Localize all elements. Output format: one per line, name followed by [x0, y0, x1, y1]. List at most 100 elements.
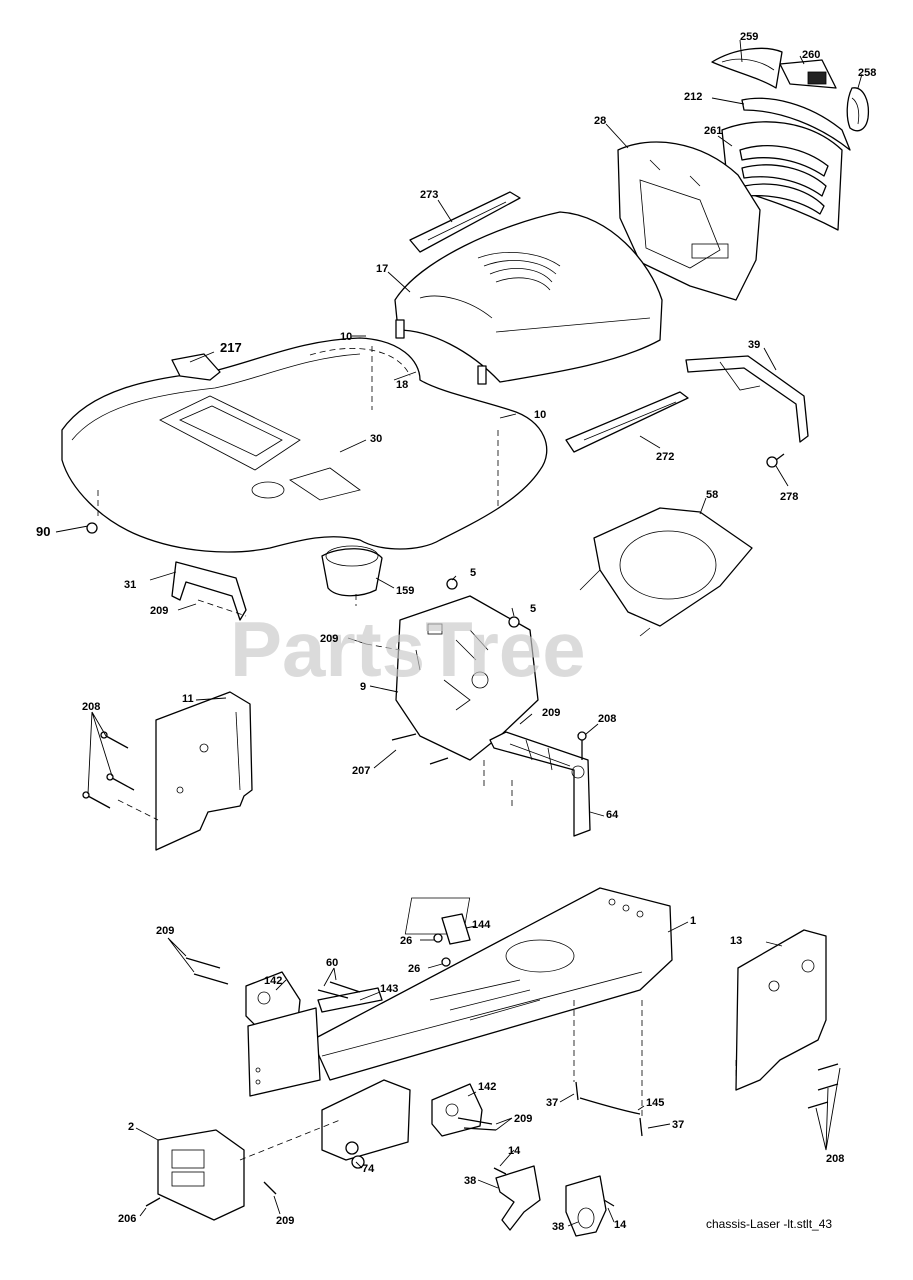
label-208-right[interactable]: 208: [826, 1153, 844, 1165]
part-208-bolt-right[interactable]: [577, 731, 587, 760]
label-74[interactable]: 74: [362, 1163, 375, 1175]
label-206[interactable]: 206: [118, 1213, 136, 1225]
label-39[interactable]: 39: [748, 339, 760, 351]
part-58-shroud[interactable]: [579, 507, 753, 637]
label-259[interactable]: 259: [740, 31, 758, 43]
label-26-top[interactable]: 26: [400, 935, 412, 947]
label-2[interactable]: 2: [128, 1121, 134, 1133]
label-64[interactable]: 64: [606, 809, 619, 821]
label-10-left[interactable]: 10: [340, 331, 352, 343]
label-209-b[interactable]: 209: [320, 633, 338, 645]
part-278-bolt[interactable]: [766, 453, 785, 468]
part-frame-center-plate[interactable]: [321, 1079, 411, 1161]
label-273[interactable]: 273: [420, 189, 438, 201]
label-142-left[interactable]: 142: [264, 975, 282, 987]
part-209-bolts-upper-left[interactable]: [185, 957, 229, 985]
label-145[interactable]: 145: [646, 1097, 664, 1109]
label-209-d[interactable]: 209: [156, 925, 174, 937]
label-143[interactable]: 143: [380, 983, 398, 995]
part-18-pin[interactable]: [395, 319, 487, 385]
part-217-pedal[interactable]: [171, 353, 221, 381]
part-1-main-frame[interactable]: [311, 887, 673, 1081]
part-207-bolts[interactable]: [391, 733, 449, 765]
label-9[interactable]: 9: [360, 681, 366, 693]
part-labels: 259 260 258 212 28 261 273 17 10 217 18 …: [36, 31, 876, 1233]
label-30[interactable]: 30: [370, 433, 382, 445]
part-159-cup-holder[interactable]: [321, 545, 383, 597]
label-26-bottom[interactable]: 26: [408, 963, 420, 975]
label-11[interactable]: 11: [182, 693, 194, 705]
label-278[interactable]: 278: [780, 491, 798, 503]
label-90[interactable]: 90: [36, 524, 50, 539]
part-38-bracket-left[interactable]: [495, 1165, 541, 1231]
part-39-bracket[interactable]: [685, 355, 809, 443]
part-64-bracket[interactable]: [489, 731, 591, 837]
part-209-bolts-lower[interactable]: [457, 1117, 497, 1131]
label-258[interactable]: 258: [858, 67, 876, 79]
part-272-side-panel[interactable]: [565, 391, 689, 453]
label-14-right[interactable]: 14: [614, 1219, 627, 1231]
label-209-a[interactable]: 209: [150, 605, 168, 617]
part-90-nut[interactable]: [86, 522, 98, 534]
label-142-right[interactable]: 142: [478, 1081, 496, 1093]
part-261-grille[interactable]: [721, 121, 843, 231]
part-2-front-plate[interactable]: [157, 1129, 245, 1221]
label-17[interactable]: 17: [376, 263, 388, 275]
label-37-right[interactable]: 37: [672, 1119, 684, 1131]
part-31-bracket[interactable]: [171, 561, 247, 621]
label-159[interactable]: 159: [396, 585, 414, 597]
label-38-left[interactable]: 38: [464, 1175, 476, 1187]
part-212-trim[interactable]: [741, 97, 851, 151]
label-209-f[interactable]: 209: [276, 1215, 294, 1227]
part-258-emblem[interactable]: [846, 87, 870, 132]
label-5-top[interactable]: 5: [470, 567, 476, 579]
part-208-bolts-right[interactable]: [807, 1063, 839, 1109]
label-272[interactable]: 272: [656, 451, 674, 463]
label-10-right[interactable]: 10: [534, 409, 546, 421]
part-259-lens[interactable]: [711, 47, 783, 89]
label-217[interactable]: 217: [220, 340, 242, 355]
part-208-bolts-left[interactable]: [82, 731, 135, 809]
part-frame-left-plate[interactable]: [247, 1007, 321, 1097]
part-74-nuts[interactable]: [345, 1141, 365, 1169]
part-260-lens[interactable]: [779, 59, 837, 89]
label-1[interactable]: 1: [690, 915, 696, 927]
part-38-bracket-right[interactable]: [565, 1175, 607, 1237]
label-18[interactable]: 18: [396, 379, 408, 391]
label-37-left[interactable]: 37: [546, 1097, 558, 1109]
label-31[interactable]: 31: [124, 579, 136, 591]
part-60-bolts[interactable]: [317, 981, 361, 999]
part-145-spring[interactable]: [579, 1097, 641, 1115]
part-11-side-plate[interactable]: [155, 691, 253, 851]
label-208-mid[interactable]: 208: [598, 713, 616, 725]
label-144[interactable]: 144: [472, 919, 491, 931]
part-144-bracket[interactable]: [441, 913, 471, 945]
label-209-e[interactable]: 209: [514, 1113, 532, 1125]
label-212[interactable]: 212: [684, 91, 702, 103]
part-273-side-panel[interactable]: [409, 191, 521, 253]
part-17-hood[interactable]: [394, 211, 663, 383]
part-209-bolt-bottom[interactable]: [263, 1181, 277, 1195]
leader-lines: [55, 39, 863, 1227]
part-5-grommet[interactable]: [446, 578, 520, 628]
label-38-right[interactable]: 38: [552, 1221, 564, 1233]
part-13-side-plate[interactable]: [735, 929, 827, 1091]
label-260[interactable]: 260: [802, 49, 820, 61]
label-207[interactable]: 207: [352, 765, 370, 777]
label-14-left[interactable]: 14: [508, 1145, 521, 1157]
label-261[interactable]: 261: [704, 125, 722, 137]
label-208-left[interactable]: 208: [82, 701, 100, 713]
part-26-nuts[interactable]: [433, 933, 451, 967]
part-206-bolt[interactable]: [145, 1197, 161, 1207]
label-209-c[interactable]: 209: [542, 707, 560, 719]
label-28[interactable]: 28: [594, 115, 606, 127]
part-28-nose-housing[interactable]: [617, 141, 761, 301]
part-14-bolts[interactable]: [493, 1167, 615, 1207]
part-30-fender-body[interactable]: [61, 337, 548, 553]
label-13[interactable]: 13: [730, 935, 742, 947]
label-60[interactable]: 60: [326, 957, 338, 969]
label-5-right[interactable]: 5: [530, 603, 536, 615]
part-37-bolts[interactable]: [575, 1081, 643, 1137]
label-58[interactable]: 58: [706, 489, 718, 501]
part-142-bracket-right[interactable]: [431, 1083, 483, 1137]
